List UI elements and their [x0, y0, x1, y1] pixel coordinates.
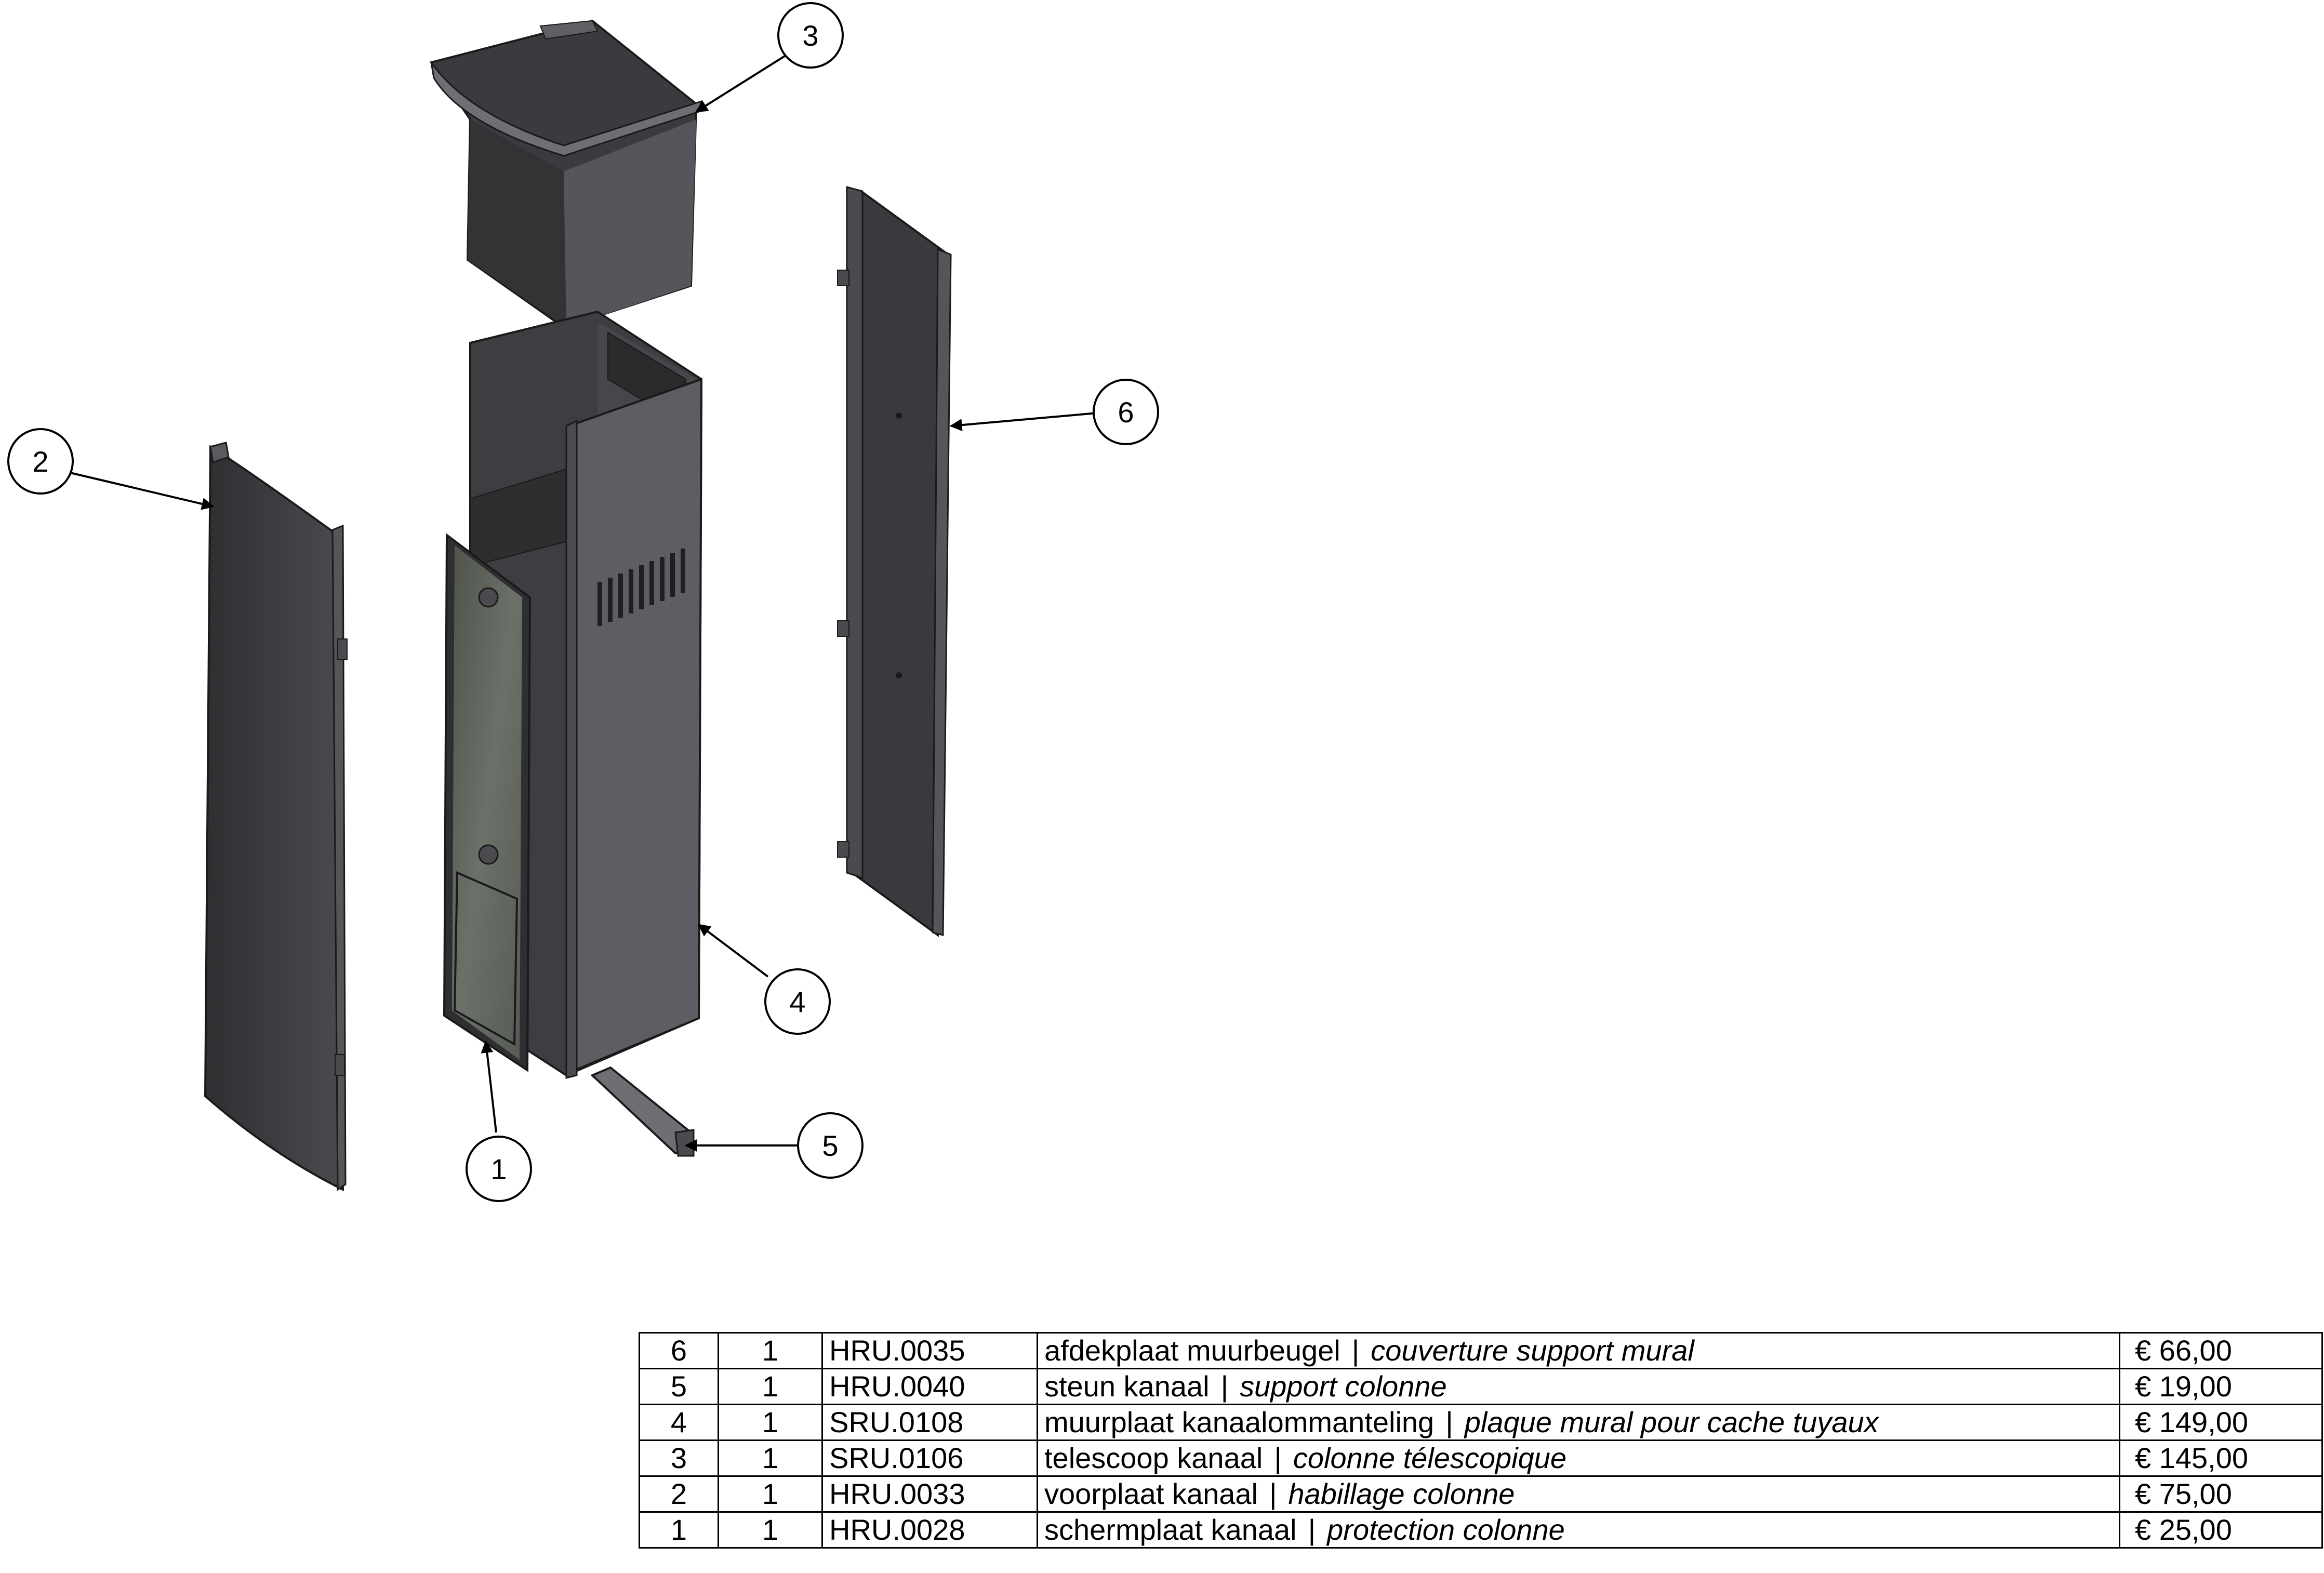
svg-text:3: 3: [802, 19, 818, 52]
description-fr: couverture support mural: [1371, 1334, 1694, 1367]
part-code: HRU.0035: [821, 1332, 1038, 1369]
quantity: 1: [718, 1475, 823, 1513]
description-nl: afdekplaat muurbeugel: [1044, 1334, 1340, 1367]
leader-line-6: [949, 412, 1098, 432]
part-code: SRU.0108: [821, 1404, 1038, 1441]
leader-line-3: [695, 54, 788, 113]
leader-lines: [70, 54, 1098, 1152]
description-fr: colonne télescopique: [1293, 1442, 1567, 1475]
separator: |: [1351, 1334, 1360, 1367]
quantity: 1: [718, 1439, 823, 1477]
part-code: HRU.0028: [821, 1511, 1038, 1549]
svg-text:2: 2: [32, 445, 48, 478]
leader-line-4: [698, 924, 769, 978]
table-row: 4 1 SRU.0108 muurplaat kanaalommanteling…: [639, 1404, 2323, 1441]
svg-text:6: 6: [1118, 396, 1134, 429]
price: € 149,00: [2119, 1404, 2323, 1441]
separator: |: [1308, 1513, 1316, 1547]
description: voorplaat kanaal | habillage colonne: [1037, 1475, 2120, 1513]
quantity: 1: [718, 1404, 823, 1441]
description-fr: plaque mural pour cache tuyaux: [1464, 1406, 1879, 1439]
callout-4: 4: [764, 968, 831, 1035]
price: € 25,00: [2119, 1511, 2323, 1549]
quantity: 1: [718, 1511, 823, 1549]
vent-slots: [597, 549, 685, 626]
description-fr: habillage colonne: [1288, 1477, 1515, 1511]
description: muurplaat kanaalommanteling | plaque mural…: [1037, 1404, 2120, 1441]
table-row: 3 1 SRU.0106 telescoop kanaal | colonne té…: [639, 1439, 2323, 1477]
table-row: 1 1 HRU.0028 schermplaat kanaal | protecti…: [639, 1511, 2323, 1549]
quantity: 1: [718, 1332, 823, 1369]
item-number: 6: [639, 1332, 719, 1369]
quantity: 1: [718, 1368, 823, 1405]
description: afdekplaat muurbeugel | couverture support…: [1037, 1332, 2120, 1369]
svg-text:4: 4: [789, 985, 805, 1018]
callout-6: 6: [1093, 379, 1159, 445]
part-1-protection-plate: [443, 533, 532, 1072]
item-number: 5: [639, 1368, 719, 1405]
separator: |: [1274, 1442, 1282, 1475]
item-number: 4: [639, 1404, 719, 1441]
part-6-wall-bracket-cover: [837, 186, 952, 937]
callout-1: 1: [466, 1136, 532, 1202]
leader-line-2: [70, 472, 215, 510]
callout-3: 3: [777, 2, 844, 69]
separator: |: [1269, 1477, 1277, 1511]
price: € 19,00: [2119, 1368, 2323, 1405]
parts-list-table: 6 1 HRU.0035 afdekplaat muurbeugel|couve…: [639, 1332, 2323, 1549]
description: telescoop kanaal | colonne télescopique: [1037, 1439, 2120, 1477]
description: steun kanaal | support colonne: [1037, 1368, 2120, 1405]
part-code: HRU.0033: [821, 1475, 1038, 1513]
table-row: 2 1 HRU.0033 voorplaat kanaal | habillage …: [639, 1475, 2323, 1513]
part-2-front-cover-panel: [204, 442, 348, 1192]
part-code: HRU.0040: [821, 1368, 1038, 1405]
item-number: 3: [639, 1439, 719, 1477]
description-nl: telescoop kanaal: [1044, 1442, 1263, 1475]
item-number: 2: [639, 1475, 719, 1513]
separator: |: [1445, 1406, 1453, 1439]
item-number: 1: [639, 1511, 719, 1549]
description-nl: schermplaat kanaal: [1044, 1513, 1297, 1547]
table-row: 6 1 HRU.0035 afdekplaat muurbeugel | couve…: [639, 1332, 2323, 1369]
part-3-telescopic-column: [429, 19, 703, 329]
price: € 145,00: [2119, 1439, 2323, 1477]
part-code: SRU.0106: [821, 1439, 1038, 1477]
separator: |: [1220, 1370, 1229, 1403]
description: schermplaat kanaal | protection colonne: [1037, 1511, 2120, 1549]
description-fr: support colonne: [1240, 1370, 1447, 1403]
description-fr: protection colonne: [1327, 1513, 1565, 1547]
part-5-channel-support: [590, 1066, 695, 1157]
description-nl: voorplaat kanaal: [1044, 1477, 1258, 1511]
description-nl: muurplaat kanaalommanteling: [1044, 1406, 1435, 1439]
price: € 66,00: [2119, 1332, 2323, 1369]
leader-line-1: [481, 1040, 497, 1133]
description-nl: steun kanaal: [1044, 1370, 1210, 1403]
svg-text:5: 5: [822, 1129, 838, 1162]
callout-5: 5: [797, 1112, 864, 1179]
callout-2: 2: [7, 428, 74, 495]
table-row: 5 1 HRU.0040 steun kanaal | support colonn…: [639, 1368, 2323, 1405]
svg-text:1: 1: [490, 1153, 507, 1185]
price: € 75,00: [2119, 1475, 2323, 1513]
